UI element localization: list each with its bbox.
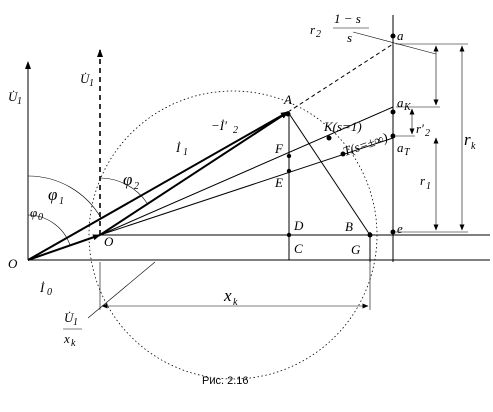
label-phi2-sub: 2	[134, 181, 139, 192]
label-F: F	[274, 141, 284, 156]
label-rk-sub: k	[471, 141, 476, 152]
label-B: B	[345, 219, 353, 234]
label-frac-r-sub: 2	[316, 29, 321, 40]
label-rk: r	[464, 130, 471, 149]
label-at-sub: T	[404, 147, 411, 158]
label-i0-sub: 0	[47, 287, 52, 298]
label-D: D	[293, 218, 304, 233]
point-K	[326, 135, 332, 141]
i1-vector	[27, 111, 289, 261]
label-frac-num: 1 − s	[334, 11, 361, 26]
label-frac-r: r	[310, 22, 316, 37]
label-i1: İ	[175, 140, 181, 155]
point-F	[286, 153, 292, 159]
i0-vector	[27, 234, 101, 261]
label-i0: İ	[39, 280, 45, 295]
label-r2p-sub: 2	[425, 128, 430, 139]
leader-u1-xk	[87, 261, 156, 319]
label-u1-right: U̇	[80, 71, 91, 86]
label-xk-sub: k	[233, 297, 238, 308]
label-r2p: r′	[416, 121, 424, 136]
label-minus-i2-sub: 2	[233, 125, 238, 136]
label-O-left: O	[8, 256, 18, 271]
label-r1-sub: 1	[426, 181, 431, 192]
label-O-right: O	[104, 234, 114, 249]
label-G: G	[351, 242, 361, 257]
arc-phi1	[27, 175, 102, 219]
label-minus-i2: −İ′	[211, 118, 227, 133]
leader-frac	[352, 31, 437, 55]
label-A: A	[283, 92, 292, 107]
label-phi1: φ	[48, 185, 57, 204]
label-phi0-sub: 0	[38, 212, 43, 223]
point-B-circle	[367, 232, 373, 238]
ray-oa	[287, 43, 394, 113]
point-e	[390, 229, 396, 235]
label-u1xk-den: x	[63, 331, 70, 346]
point-a	[390, 33, 396, 39]
point-D	[286, 232, 292, 238]
label-xk: x	[223, 286, 232, 305]
point-at	[390, 133, 396, 139]
arc-phi2	[99, 177, 148, 204]
label-r1: r	[420, 173, 426, 188]
label-C: C	[294, 241, 303, 256]
label-phi1-sub: 1	[59, 196, 64, 207]
chord-ab	[287, 111, 371, 236]
point-A	[285, 111, 291, 117]
point-ak	[390, 109, 396, 115]
label-u1xk-num: U̇	[64, 310, 75, 325]
label-a: a	[397, 28, 404, 43]
label-frac-den: s	[347, 30, 352, 45]
label-E: E	[274, 175, 283, 190]
label-e: e	[397, 221, 403, 236]
minus-i2-vector	[99, 111, 289, 236]
label-K: K(s=1)	[323, 119, 362, 134]
arc-phi0	[27, 214, 71, 246]
label-phi0: φ	[30, 205, 37, 220]
label-u1-left-sub: 1	[17, 96, 22, 107]
label-at: a	[397, 140, 404, 155]
label-phi2: φ	[123, 170, 132, 189]
label-i1-sub: 1	[183, 147, 188, 158]
label-T: T(s=±∞)	[341, 130, 389, 159]
label-u1xk-num-sub: 1	[73, 317, 78, 328]
label-ak: a	[397, 95, 404, 110]
label-u1xk-den-sub: k	[71, 338, 76, 349]
label-u1-right-sub: 1	[89, 78, 94, 89]
point-T	[340, 151, 346, 157]
label-u1-left: U̇	[8, 89, 19, 104]
label-ak-sub: K	[403, 102, 412, 113]
ray-o-ak	[99, 106, 394, 236]
figure-caption: Рис. 2.16	[202, 375, 249, 387]
point-E	[286, 168, 292, 174]
